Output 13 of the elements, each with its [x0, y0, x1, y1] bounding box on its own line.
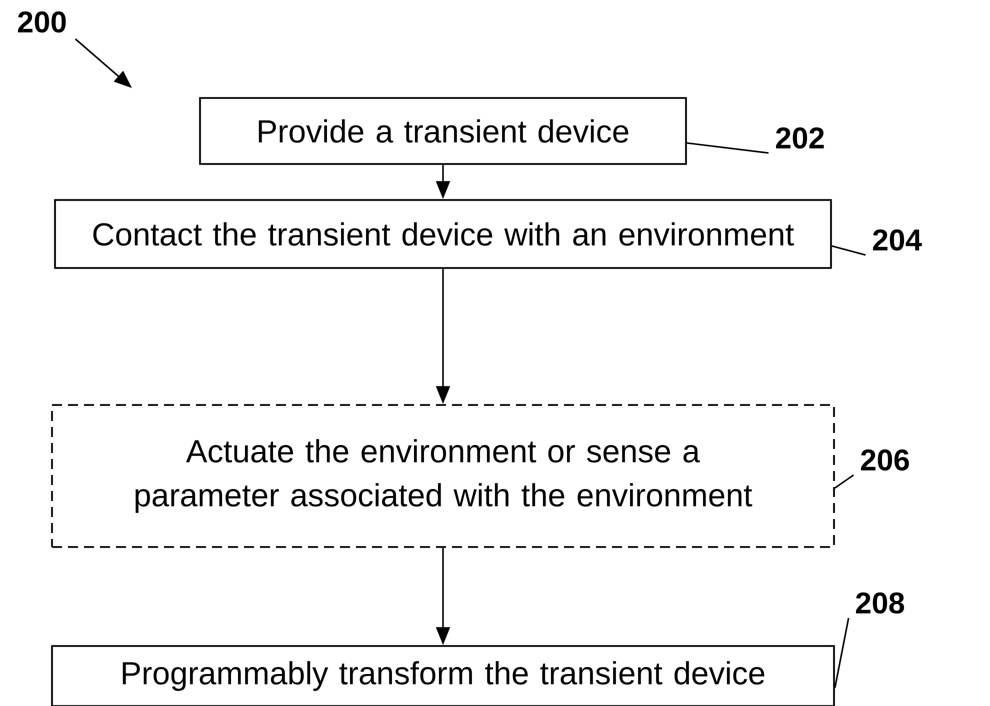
- leader-line: [834, 474, 854, 489]
- reference-number: 208: [856, 592, 904, 614]
- dashed-process-box: Actuate the environment or sense a parameter associated with the environment: [51, 404, 835, 548]
- reference-number: 200: [18, 11, 66, 33]
- leader-line: [686, 142, 769, 154]
- leader-line: [832, 245, 866, 256]
- reference-number: 202: [776, 127, 824, 149]
- reference-number: 206: [861, 449, 909, 471]
- leader-line: [834, 618, 850, 688]
- reference-number: 204: [873, 229, 922, 251]
- process-box: Provide a transient device: [199, 97, 687, 165]
- process-box: Programmably transform the transient device: [51, 645, 835, 706]
- process-box: Contact the transient device with an environment: [54, 199, 832, 269]
